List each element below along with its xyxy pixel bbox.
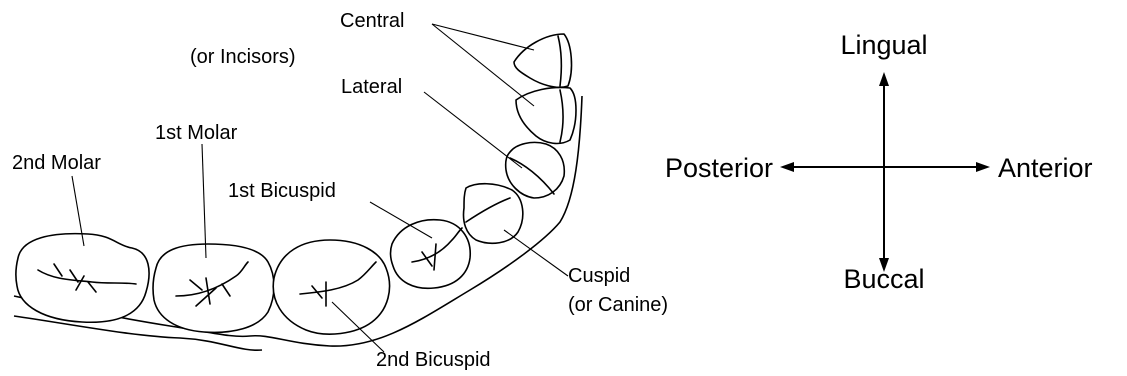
label-buccal: Buccal bbox=[843, 264, 924, 294]
label-central: Central bbox=[340, 10, 404, 32]
label-lateral: Lateral bbox=[341, 76, 402, 98]
central-leader-upper bbox=[431, 23, 535, 51]
lateral-incisor-tooth bbox=[504, 141, 566, 199]
arrow-down-icon bbox=[879, 258, 889, 272]
label-first-bicuspid: 1st Bicuspid bbox=[228, 180, 336, 202]
leader-lines bbox=[71, 23, 569, 353]
central-incisor-lower-tooth bbox=[515, 86, 577, 145]
arrow-right-icon bbox=[976, 162, 990, 172]
first-bicuspid-tooth bbox=[389, 218, 471, 290]
arrow-left-icon bbox=[780, 162, 794, 172]
second-molar-tooth bbox=[15, 232, 150, 324]
gum-line bbox=[13, 95, 583, 352]
arrow-up-icon bbox=[879, 72, 889, 86]
label-cuspid: Cuspid bbox=[568, 265, 630, 287]
central-incisor-upper-tooth bbox=[513, 33, 573, 89]
first-bicuspid-leader bbox=[369, 201, 433, 239]
second-molar-leader bbox=[71, 175, 85, 247]
second-bicuspid-tooth bbox=[272, 239, 391, 335]
cuspid-tooth bbox=[462, 182, 524, 245]
second-bicuspid-leader bbox=[331, 301, 385, 353]
central-leader-lower bbox=[431, 23, 535, 107]
label-second-bicuspid: 2nd Bicuspid bbox=[376, 349, 491, 371]
cuspid-leader bbox=[503, 229, 569, 277]
label-second-molar: 2nd Molar bbox=[12, 152, 101, 174]
tooth-labels: Central (or Incisors) Lateral 1st Molar … bbox=[12, 10, 668, 371]
label-first-molar: 1st Molar bbox=[155, 122, 238, 144]
label-posterior: Posterior bbox=[665, 153, 773, 183]
label-anterior: Anterior bbox=[998, 153, 1093, 183]
label-or-canine: (or Canine) bbox=[568, 294, 668, 316]
lateral-leader bbox=[423, 91, 523, 169]
label-lingual: Lingual bbox=[840, 30, 927, 60]
first-molar-leader bbox=[201, 143, 207, 259]
label-or-incisors: (or Incisors) bbox=[190, 46, 296, 68]
first-molar-tooth bbox=[152, 243, 275, 334]
direction-compass: Lingual Buccal Posterior Anterior bbox=[665, 30, 1093, 294]
